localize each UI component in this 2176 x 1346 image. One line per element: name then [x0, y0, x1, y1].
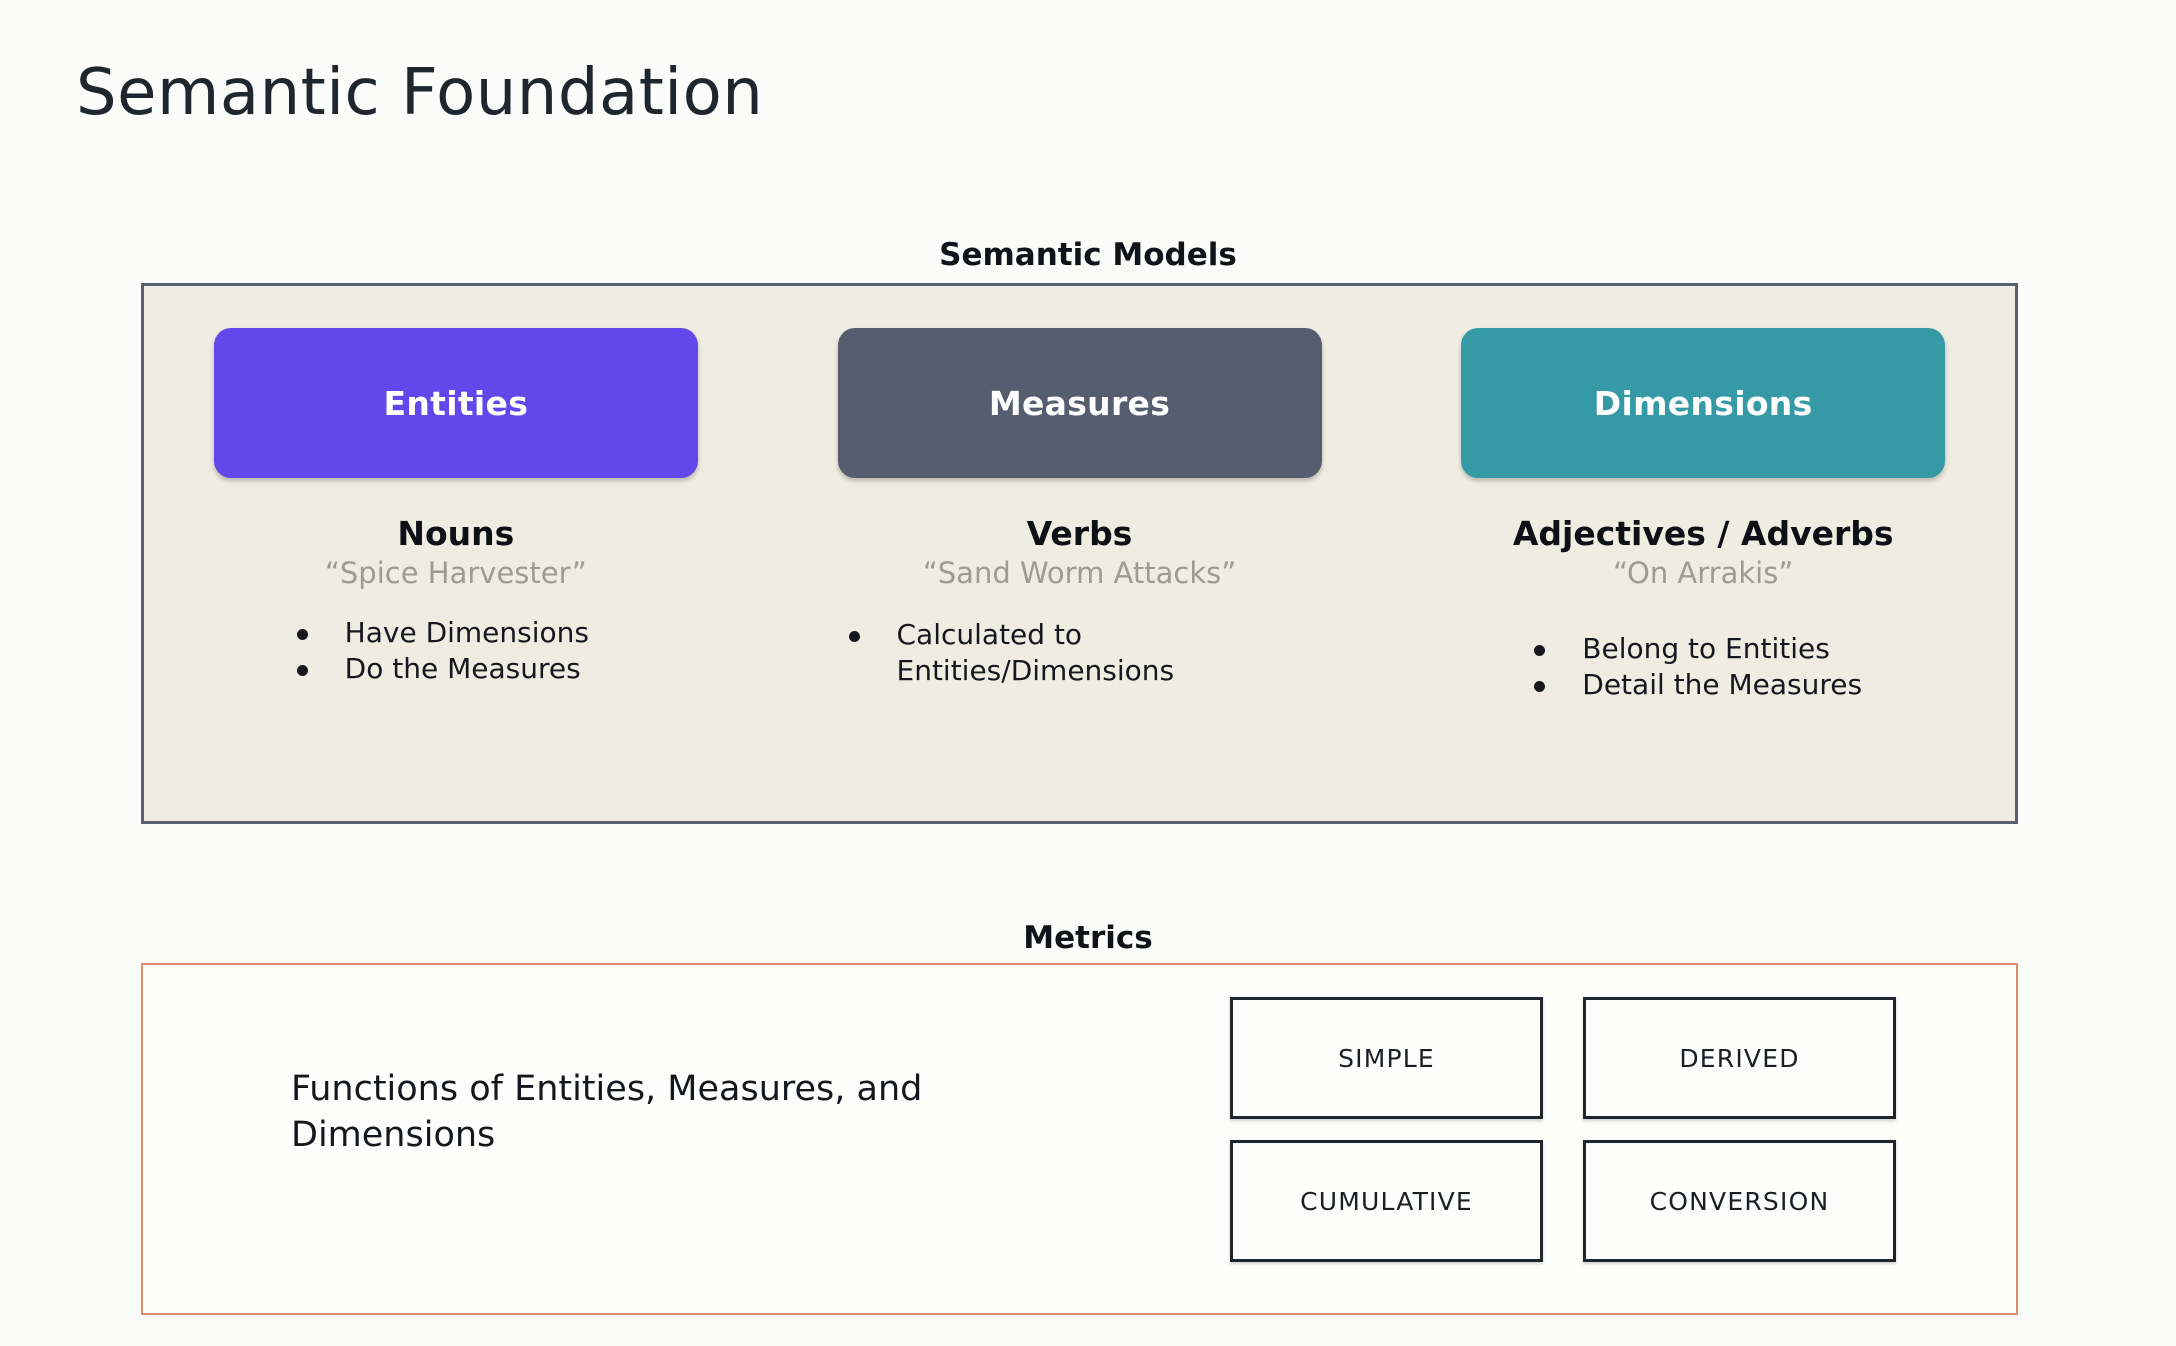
metrics-panel: Functions of Entities, Measures, and Dim…: [141, 963, 2018, 1315]
semantic-models-caption: Semantic Models: [939, 237, 1237, 273]
metrics-description: Functions of Entities, Measures, and Dim…: [291, 1069, 923, 1155]
semantic-column-dimensions: Dimensions Adjectives / Adverbs “On Arra…: [1391, 286, 2015, 821]
part-of-speech-entities: Nouns: [397, 514, 515, 553]
list-item: Belong to Entities: [1526, 631, 1862, 667]
chip-dimensions[interactable]: Dimensions: [1461, 328, 1946, 478]
bullet-list-measures: Calculated to Entities/Dimensions: [841, 617, 1257, 689]
bullet-list-dimensions: Belong to Entities Detail the Measures: [1526, 631, 1862, 703]
bullet-list-entities: Have Dimensions Do the Measures: [289, 615, 589, 687]
list-item: Do the Measures: [289, 651, 589, 687]
list-item: Calculated to Entities/Dimensions: [841, 617, 1257, 689]
example-dimensions: “On Arrakis”: [1613, 555, 1794, 590]
page-title: Semantic Foundation: [76, 56, 764, 130]
semantic-models-panel: Entities Nouns “Spice Harvester” Have Di…: [141, 283, 2018, 824]
list-item: Have Dimensions: [289, 615, 589, 651]
metric-type-simple[interactable]: SIMPLE: [1230, 997, 1543, 1119]
list-item: Detail the Measures: [1526, 667, 1862, 703]
example-entities: “Spice Harvester”: [324, 555, 587, 590]
chip-entities[interactable]: Entities: [213, 328, 698, 478]
semantic-models-columns: Entities Nouns “Spice Harvester” Have Di…: [144, 286, 2015, 821]
metric-type-grid: SIMPLE DERIVED CUMULATIVE CONVERSION: [1230, 997, 1896, 1262]
metrics-caption: Metrics: [1023, 920, 1153, 956]
part-of-speech-dimensions: Adjectives / Adverbs: [1512, 514, 1894, 553]
semantic-column-measures: Measures Verbs “Sand Worm Attacks” Calcu…: [768, 286, 1392, 821]
part-of-speech-measures: Verbs: [1026, 514, 1133, 553]
chip-measures[interactable]: Measures: [837, 328, 1322, 478]
metric-type-derived[interactable]: DERIVED: [1583, 997, 1896, 1119]
semantic-column-entities: Entities Nouns “Spice Harvester” Have Di…: [144, 286, 768, 821]
metric-type-cumulative[interactable]: CUMULATIVE: [1230, 1140, 1543, 1262]
example-measures: “Sand Worm Attacks”: [922, 555, 1237, 590]
metric-type-conversion[interactable]: CONVERSION: [1583, 1140, 1896, 1262]
